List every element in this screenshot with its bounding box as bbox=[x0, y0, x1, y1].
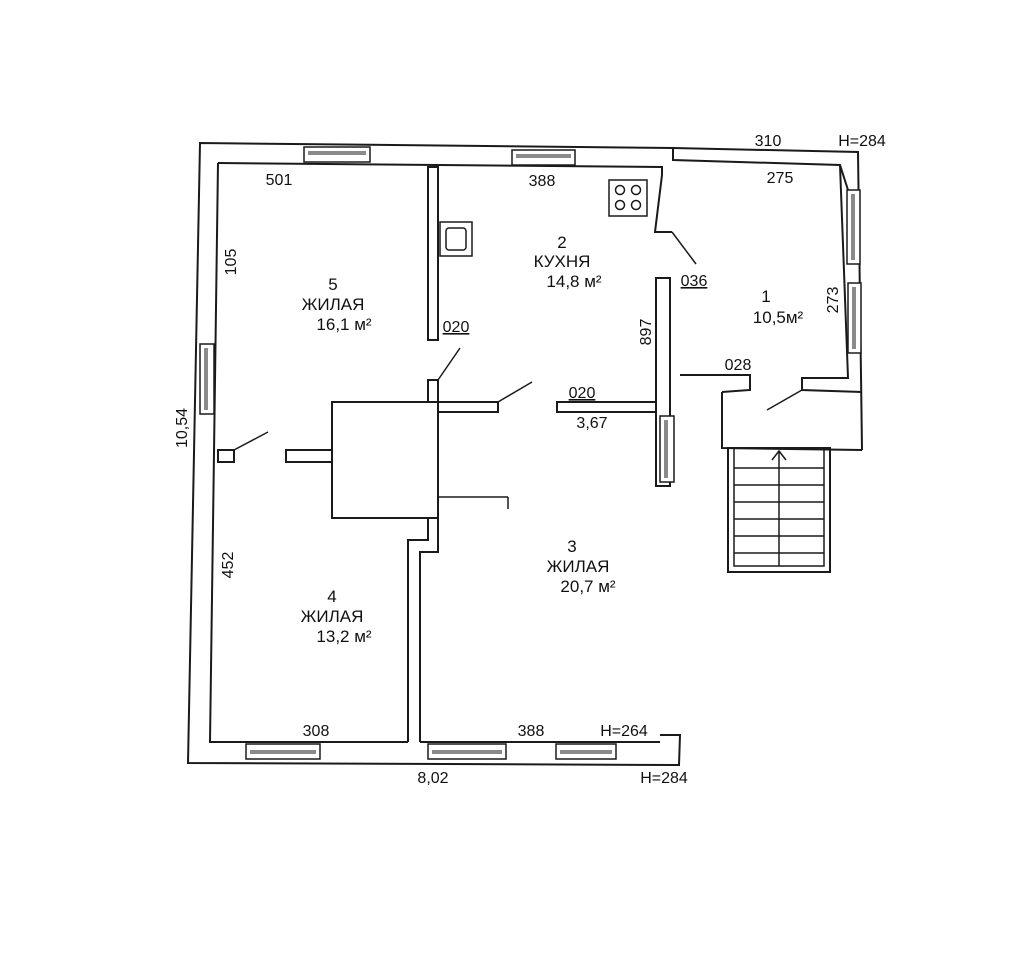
door-jamb-5 bbox=[427, 379, 439, 403]
dim-door-annex: 028 bbox=[725, 357, 752, 374]
windows bbox=[199, 146, 862, 760]
dim-h-top: H=284 bbox=[838, 133, 886, 150]
dim-top-kitchen: 388 bbox=[529, 173, 556, 190]
partition-2-3-left bbox=[437, 401, 499, 413]
outer-walls bbox=[186, 141, 863, 767]
partition-5-4-left bbox=[217, 449, 235, 463]
dim-door-kitchen: 036 bbox=[681, 273, 708, 290]
room-3-area: 20,7 м² bbox=[560, 577, 615, 596]
stove-icon bbox=[608, 179, 648, 217]
room-5-area: 16,1 м² bbox=[316, 315, 371, 334]
dim-h-bottom: H=284 bbox=[640, 770, 688, 787]
room-5-name: ЖИЛАЯ bbox=[302, 295, 365, 314]
door-swing-4 bbox=[233, 431, 269, 451]
partition-5-4 bbox=[285, 449, 333, 463]
dim-h-room3: H=264 bbox=[600, 723, 648, 740]
door-swing-kitchen bbox=[671, 231, 697, 265]
dim-door-room5: 020 bbox=[443, 319, 470, 336]
room-3-number: 3 bbox=[567, 537, 576, 556]
dim-outer-width: 8,02 bbox=[417, 770, 448, 787]
door-swing-annex bbox=[766, 389, 803, 411]
inner-wall-left bbox=[208, 162, 408, 743]
kitchen-corner-wall bbox=[653, 174, 672, 233]
dim-left-room4: 452 bbox=[220, 552, 237, 579]
partition-5-2 bbox=[427, 166, 439, 341]
dim-bottom-room4: 308 bbox=[303, 723, 330, 740]
partition-4-3-right bbox=[419, 518, 439, 742]
dim-top-room5: 501 bbox=[266, 172, 293, 189]
partition-4-3-left bbox=[407, 518, 429, 742]
staircase-icon bbox=[727, 447, 831, 573]
room-2-number: 2 bbox=[557, 233, 566, 252]
dim-room3-width: 3,67 bbox=[576, 415, 607, 432]
room-4-name: ЖИЛАЯ bbox=[301, 607, 364, 626]
room-2-area: 14,8 м² bbox=[546, 272, 601, 291]
annex-bottom-wall bbox=[721, 392, 863, 451]
stove-block bbox=[331, 401, 439, 519]
annex-inner-left bbox=[680, 374, 751, 393]
room-4-area: 13,2 м² bbox=[316, 627, 371, 646]
dim-top-annex-inner: 275 bbox=[767, 170, 794, 187]
room-5-number: 5 bbox=[328, 275, 337, 294]
annex-outer-wall bbox=[672, 148, 849, 191]
sink-icon bbox=[439, 221, 473, 257]
dim-door-room3: 020 bbox=[569, 385, 596, 402]
room-1-area: 10,5м² bbox=[753, 308, 804, 327]
partition-2-3-right bbox=[556, 401, 657, 413]
annex-inner-right bbox=[801, 164, 863, 393]
door-swing-3 bbox=[497, 381, 533, 403]
dimension-labels: 310 H=284 501 388 275 036 020 020 028 3,… bbox=[174, 133, 886, 787]
dim-wall-kitchen: 897 bbox=[638, 319, 655, 346]
room-1-number: 1 bbox=[761, 287, 770, 306]
room-2-name: КУХНЯ bbox=[534, 252, 591, 271]
dim-outer-height: 10,54 bbox=[174, 408, 191, 448]
fixtures bbox=[439, 179, 648, 257]
dim-left-room5: 105 bbox=[223, 249, 240, 276]
room-4-number: 4 bbox=[327, 587, 336, 606]
dim-bottom-room3: 388 bbox=[518, 723, 545, 740]
door-swing-5 bbox=[437, 347, 461, 381]
dim-top-annex-outer: 310 bbox=[755, 133, 782, 150]
inner-wall-main bbox=[217, 162, 663, 175]
outer-wall-main bbox=[186, 141, 682, 767]
room-labels: 1 10,5м² 2 КУХНЯ 14,8 м² 3 ЖИЛАЯ 20,7 м²… bbox=[301, 233, 804, 646]
partitions bbox=[217, 166, 803, 742]
dim-right-annex: 273 bbox=[825, 287, 842, 314]
partition-2-1-3 bbox=[655, 277, 671, 487]
room-3-name: ЖИЛАЯ bbox=[547, 557, 610, 576]
